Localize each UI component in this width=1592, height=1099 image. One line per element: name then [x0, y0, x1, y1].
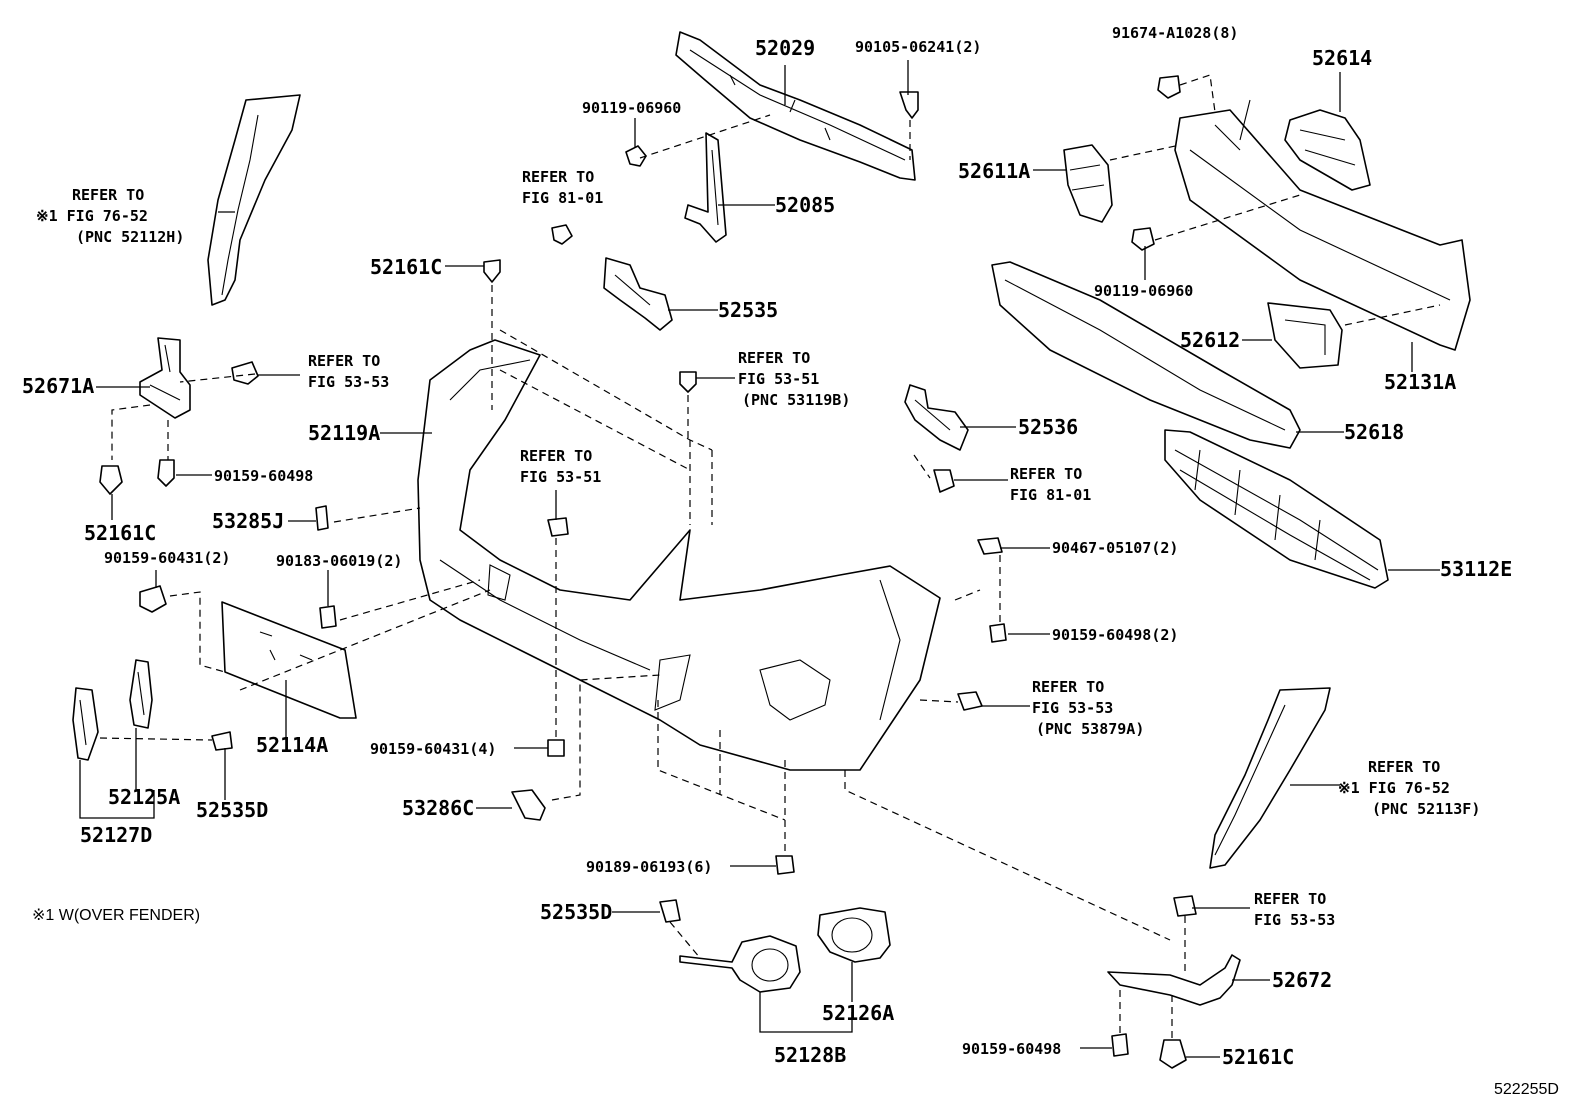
- label-52029: 52029: [755, 36, 815, 60]
- part-52611A-drawing: [1063, 144, 1113, 223]
- label-refer-53-53-a-line1: REFER TO: [308, 352, 380, 370]
- label-52161C-top: 52161C: [370, 255, 442, 279]
- label-90159-60431-4: 90159-60431(4): [370, 740, 496, 758]
- label-90119-06960-right: 90119-06960: [1094, 282, 1193, 300]
- label-52161C-bottom: 52161C: [1222, 1045, 1294, 1069]
- label-52535D-bottom: 52535D: [540, 900, 612, 924]
- label-52611A: 52611A: [958, 159, 1030, 183]
- label-52614: 52614: [1312, 46, 1372, 70]
- label-90159-60498-bottom: 90159-60498: [962, 1040, 1061, 1058]
- label-refer-53-53-c-line2: FIG 53-53: [1254, 911, 1335, 929]
- leader-lines: [79, 60, 1440, 1058]
- part-52614-drawing: [1284, 109, 1371, 191]
- part-52125A-drawing: [129, 659, 153, 729]
- label-refer-76-52-right-line3: (PNC 52113F): [1372, 800, 1480, 818]
- label-52612: 52612: [1180, 328, 1240, 352]
- label-90189-06193: 90189-06193(6): [586, 858, 712, 876]
- part-53112E-drawing: [1164, 429, 1389, 589]
- label-52128B: 52128B: [774, 1043, 846, 1067]
- part-52618-drawing: [991, 261, 1301, 449]
- label-refer-53-51-b-line2: FIG 53-51: [520, 468, 601, 486]
- label-90159-60498-left: 90159-60498: [214, 467, 313, 485]
- part-52126A-drawing: [817, 907, 891, 963]
- label-52131A: 52131A: [1384, 370, 1456, 394]
- part-52085-drawing: [684, 132, 727, 243]
- label-refer-76-52-right-line1: REFER TO: [1368, 758, 1440, 776]
- label-52125A: 52125A: [108, 785, 180, 809]
- label-52127D: 52127D: [80, 823, 152, 847]
- label-refer-53-51-a-line3: (PNC 53119B): [742, 391, 850, 409]
- label-refer-53-51-a-line2: FIG 53-51: [738, 370, 819, 388]
- assembly-dashed-lines: [99, 74, 1441, 1040]
- label-53112E: 53112E: [1440, 557, 1512, 581]
- label-90105-06241: 90105-06241(2): [855, 38, 981, 56]
- part-52131A-drawing: [1174, 99, 1471, 351]
- label-52672: 52672: [1272, 968, 1332, 992]
- part-52536-drawing: [904, 384, 969, 451]
- part-52119A-drawing: [417, 339, 941, 771]
- label-refer-53-53-b-line3: (PNC 53879A): [1036, 720, 1144, 738]
- part-53286C-drawing: [511, 789, 546, 821]
- label-91674-A1028: 91674-A1028(8): [1112, 24, 1238, 42]
- label-52671A: 52671A: [22, 374, 94, 398]
- part-52535-drawing: [603, 257, 673, 331]
- label-refer-53-53-b-line1: REFER TO: [1032, 678, 1104, 696]
- part-52127D-drawing: [72, 687, 99, 761]
- label-90159-60498-2: 90159-60498(2): [1052, 626, 1178, 644]
- label-refer-53-51-b-line1: REFER TO: [520, 447, 592, 465]
- part-52671A-drawing: [139, 337, 191, 419]
- part-52029-drawing: [675, 31, 916, 181]
- part-fender-flare-left-drawing: [207, 94, 301, 306]
- label-refer-76-52-left-line2: ※1 FIG 76-52: [36, 207, 148, 225]
- label-52536: 52536: [1018, 415, 1078, 439]
- label-refer-53-51-a-line1: REFER TO: [738, 349, 810, 367]
- part-52114A-drawing: [221, 601, 357, 719]
- label-refer-53-53-a-line2: FIG 53-53: [308, 373, 389, 391]
- label-refer-81-01-top-line2: FIG 81-01: [522, 189, 603, 207]
- label-refer-76-52-right-line2: ※1 FIG 76-52: [1338, 779, 1450, 797]
- part-fender-flare-right-drawing: [1209, 687, 1331, 869]
- label-52119A: 52119A: [308, 421, 380, 445]
- label-52126A: 52126A: [822, 1001, 894, 1025]
- label-90183-06019: 90183-06019(2): [276, 552, 402, 570]
- label-refer-76-52-left-line1: REFER TO: [72, 186, 144, 204]
- label-refer-53-53-c-line1: REFER TO: [1254, 890, 1326, 908]
- fastener-icons: [99, 75, 1197, 1069]
- label-refer-81-01-right-line1: REFER TO: [1010, 465, 1082, 483]
- label-90467-05107: 90467-05107(2): [1052, 539, 1178, 557]
- part-52672-drawing: [1107, 954, 1241, 1006]
- label-refer-53-53-b-line2: FIG 53-53: [1032, 699, 1113, 717]
- label-90119-06960-top: 90119-06960: [582, 99, 681, 117]
- footnote-over-fender: ※1 W(OVER FENDER): [32, 907, 200, 924]
- callout-labels: 52029 90105-06241(2) 91674-A1028(8) 5261…: [22, 24, 1559, 1098]
- label-refer-81-01-right-line2: FIG 81-01: [1010, 486, 1091, 504]
- label-refer-81-01-top-line1: REFER TO: [522, 168, 594, 186]
- label-52085: 52085: [775, 193, 835, 217]
- drawing-id: 522255D: [1494, 1081, 1559, 1098]
- label-90159-60431-2: 90159-60431(2): [104, 549, 230, 567]
- label-52618: 52618: [1344, 420, 1404, 444]
- label-52114A: 52114A: [256, 733, 328, 757]
- label-52161C-left: 52161C: [84, 521, 156, 545]
- label-refer-76-52-left-line3: (PNC 52112H): [76, 228, 184, 246]
- part-52612-drawing: [1267, 302, 1343, 369]
- label-53286C: 53286C: [402, 796, 474, 820]
- part-52128B-drawing: [679, 935, 801, 993]
- label-52535: 52535: [718, 298, 778, 322]
- label-52535D-left: 52535D: [196, 798, 268, 822]
- label-53285J: 53285J: [212, 509, 284, 533]
